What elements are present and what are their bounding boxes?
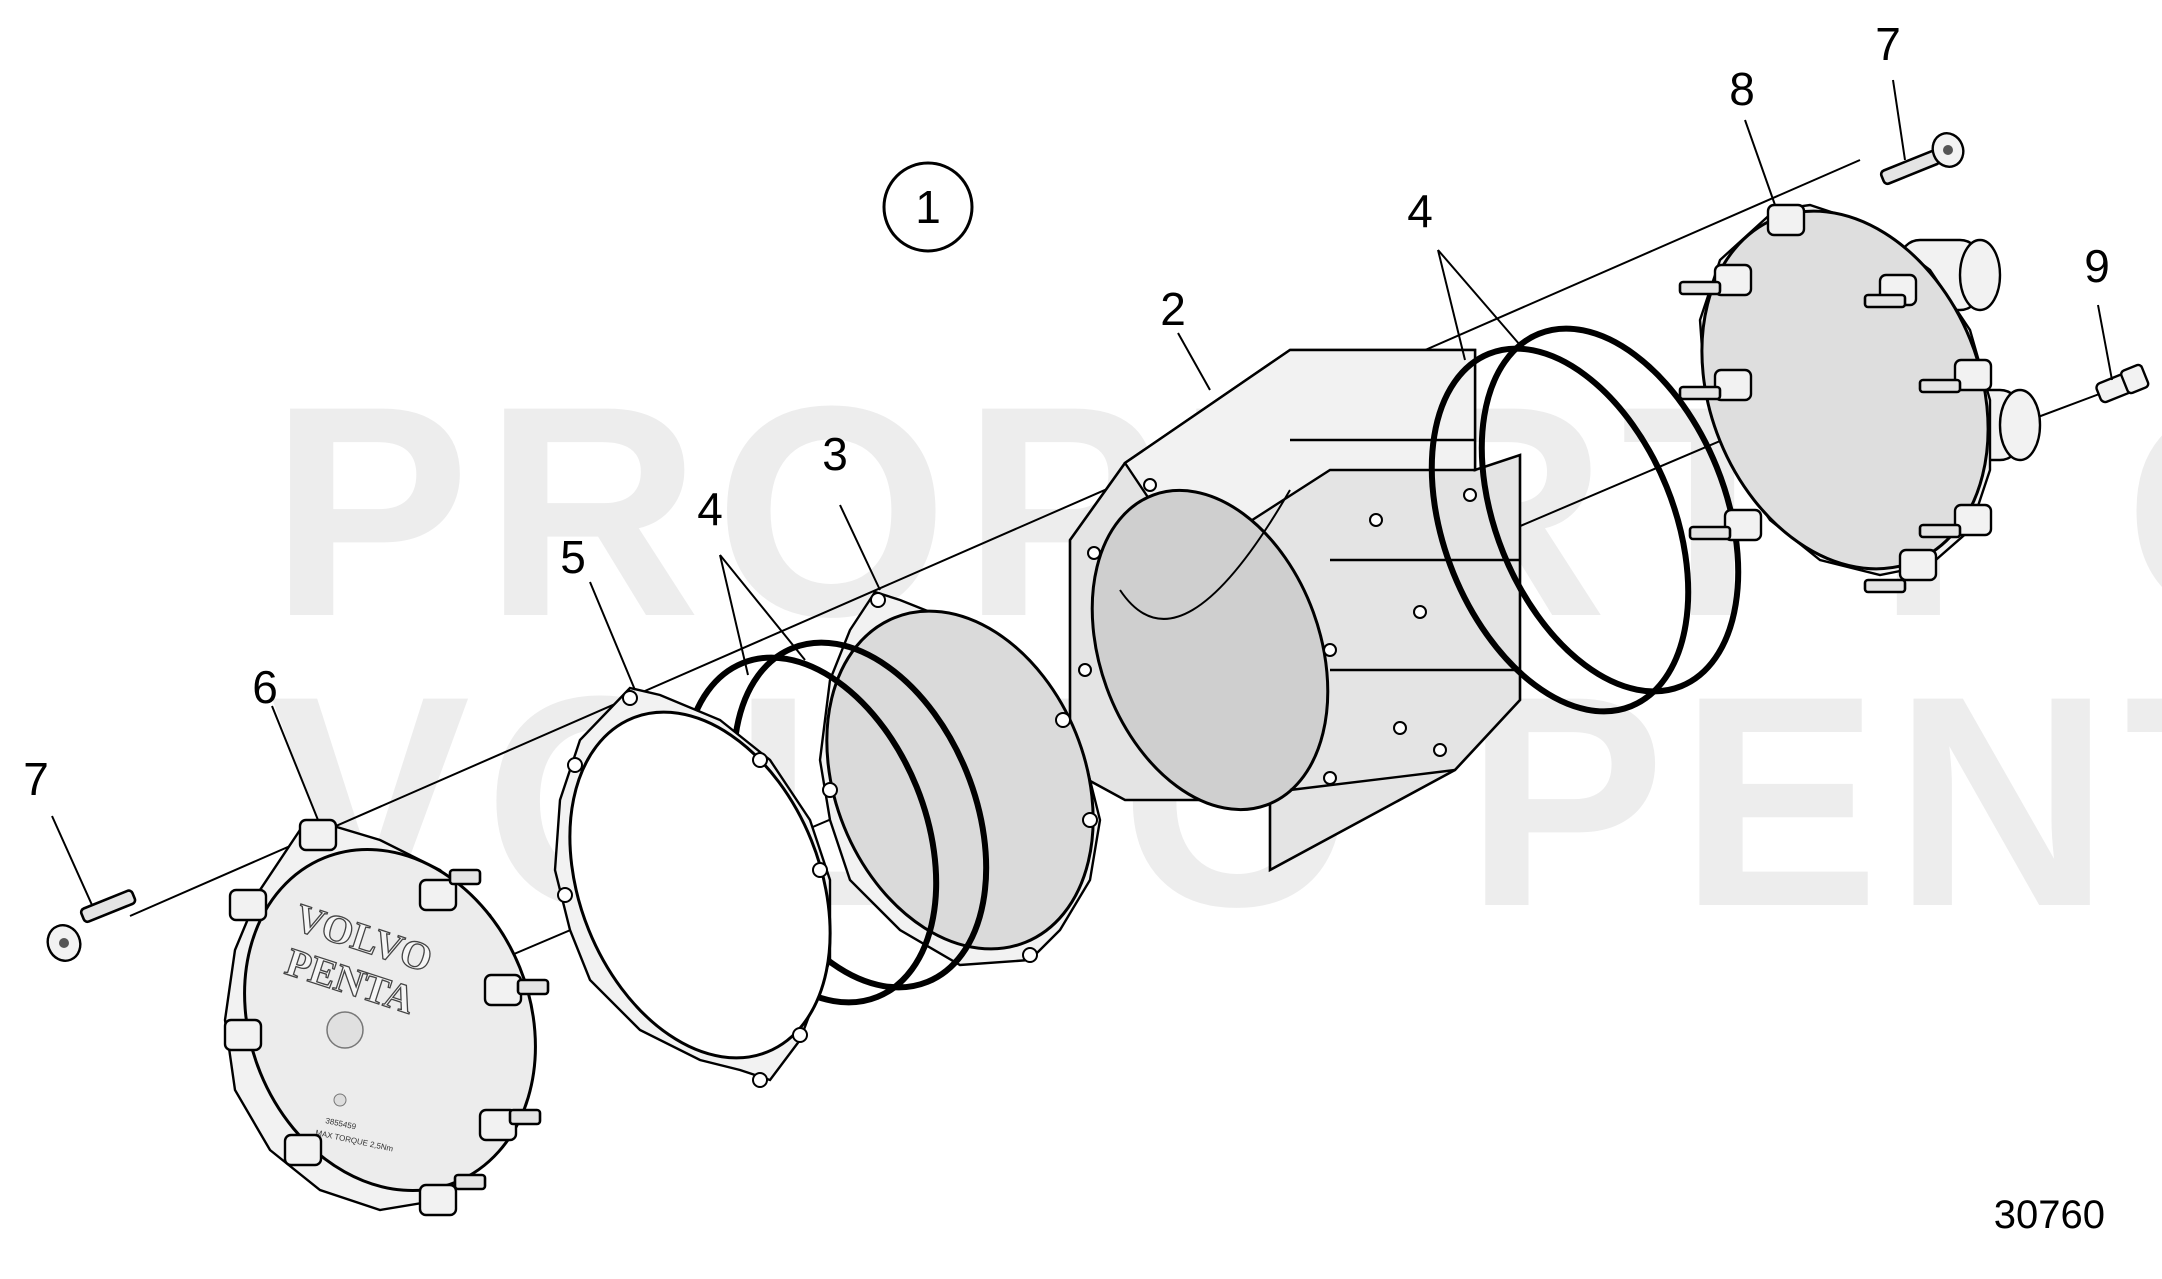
circled-label-1: 1 xyxy=(915,181,941,233)
gasket-plate xyxy=(818,590,1102,967)
callout-9: 9 xyxy=(2084,240,2110,292)
callout-4-right: 4 xyxy=(1407,185,1433,237)
end-cover: VOLVO PENTA 3855459 MAX TORQUE 2,5Nm xyxy=(223,818,550,1217)
callout-3: 3 xyxy=(822,428,848,480)
callout-8: 8 xyxy=(1729,63,1755,115)
figure-number: 30760 xyxy=(1994,1193,2105,1237)
nipple xyxy=(2095,363,2150,404)
screw-left xyxy=(46,889,137,962)
callout-2: 2 xyxy=(1160,283,1186,335)
cover-bolts xyxy=(223,818,550,1217)
end-cover-8 xyxy=(1678,203,2042,594)
callout-4-left: 4 xyxy=(697,483,723,535)
callout-7-left: 7 xyxy=(23,753,49,805)
callout-labels: 7 6 5 4 3 2 4 8 7 9 xyxy=(23,18,2110,805)
callout-7-right: 7 xyxy=(1875,18,1901,70)
leader-lines xyxy=(51,79,2113,906)
o-rings-right xyxy=(1428,325,1742,715)
assembly-circle-label: 1 xyxy=(882,161,974,253)
housing xyxy=(1068,348,1522,873)
callout-5: 5 xyxy=(560,531,586,583)
screw-right xyxy=(1879,132,1965,186)
callout-6: 6 xyxy=(252,661,278,713)
nipple-axis-line xyxy=(2029,389,2111,421)
flange-ring xyxy=(553,686,832,1088)
upper-axis-line xyxy=(129,159,1861,917)
cover8-studs xyxy=(1678,203,1993,594)
